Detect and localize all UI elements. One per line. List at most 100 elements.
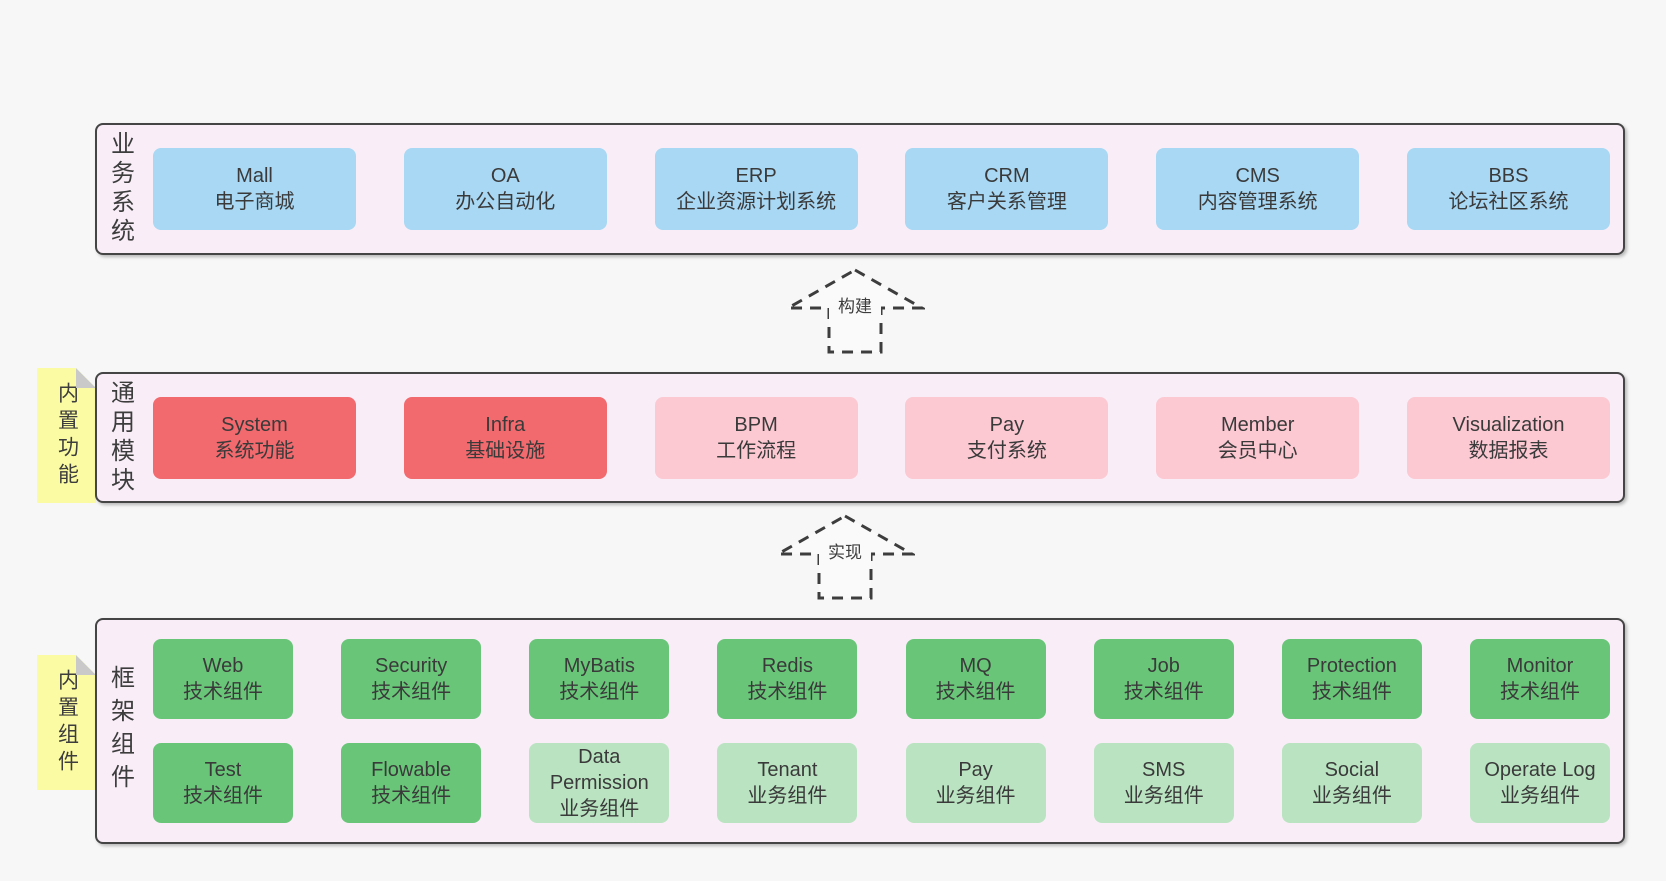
box-subtitle: 技术组件 <box>1311 681 1392 703</box>
box-title: Web <box>202 655 244 677</box>
box-title: Mall <box>236 165 273 187</box>
box-title: System <box>221 413 288 436</box>
box-subtitle: 系统功能 <box>214 439 295 462</box>
box-subtitle: 支付系统 <box>966 439 1047 462</box>
box-mybatis: MyBatis 技术组件 <box>529 639 670 719</box>
box-subtitle: 业务组件 <box>1123 785 1204 807</box>
box-title: BBS <box>1488 165 1529 187</box>
box-operate-log: Operate Log 业务组件 <box>1469 743 1610 823</box>
box-title: Pay <box>989 413 1025 436</box>
box-title: Infra <box>485 413 526 436</box>
box-subtitle: 数据报表 <box>1468 439 1549 462</box>
box-title: Job <box>1147 655 1180 677</box>
box-title: CMS <box>1235 165 1280 187</box>
box-title: Tenant <box>757 759 818 781</box>
section-label: 通用模块 <box>97 374 143 501</box>
box-subtitle: 基础设施 <box>465 439 546 462</box>
box-mall: Mall 电子商城 <box>153 148 356 230</box>
box-subtitle: 工作流程 <box>716 439 797 462</box>
box-subtitle: 技术组件 <box>371 681 452 703</box>
box-title: Operate Log <box>1484 759 1596 781</box>
box-title: Visualization <box>1452 413 1565 436</box>
section-label-text: 框架组件 <box>106 665 134 797</box>
box-mq: MQ 技术组件 <box>905 639 1046 719</box>
box-visualization: Visualization 数据报表 <box>1406 396 1610 479</box>
box-title: CRM <box>984 165 1030 187</box>
box-title: Security <box>375 655 448 677</box>
box-title: Social <box>1324 759 1380 781</box>
box-test: Test 技术组件 <box>153 743 293 823</box>
box-web: Web 技术组件 <box>153 639 293 719</box>
section-label-text: 业务系统 <box>106 131 134 247</box>
section-common-modules: 通用模块 System 系统功能 Infra 基础设施 BPM 工作流程 Pay 支付系统 Me… <box>95 372 1625 503</box>
arrow-implement: 实现 <box>775 514 915 600</box>
box-title: Data Permission <box>549 746 649 794</box>
box-title: ERP <box>735 165 777 187</box>
box-infra: Infra 基础设施 <box>403 396 607 479</box>
box-security: Security 技术组件 <box>341 639 482 719</box>
box-subtitle: 会员中心 <box>1217 439 1298 462</box>
box-row: System 系统功能 Infra 基础设施 BPM 工作流程 Pay 支付系统 Member 会… <box>143 396 1623 479</box>
section-label: 业务系统 <box>97 125 143 253</box>
box-subtitle: 业务组件 <box>559 798 640 820</box>
sticky-note-built-in-components: 内置组件 <box>37 655 96 790</box>
box-subtitle: 技术组件 <box>1499 681 1580 703</box>
box-subtitle: 技术组件 <box>935 681 1016 703</box>
box-pay: Pay 支付系统 <box>905 396 1109 479</box>
box-monitor: Monitor 技术组件 <box>1469 639 1610 719</box>
box-subtitle: 电子商城 <box>214 191 295 213</box>
box-bpm: BPM 工作流程 <box>654 396 858 479</box>
box-row: Test 技术组件 Flowable 技术组件 Data Permission 业务组件 T… <box>153 743 1610 823</box>
box-subtitle: 技术组件 <box>371 785 452 807</box>
arrow-label: 构建 <box>838 297 872 316</box>
box-title: BPM <box>734 413 778 436</box>
box-title: Flowable <box>371 759 452 781</box>
box-title: Monitor <box>1506 655 1574 677</box>
box-title: Redis <box>761 655 813 677</box>
box-data-permission: Data Permission 业务组件 <box>529 743 670 823</box>
box-subtitle: 技术组件 <box>747 681 828 703</box>
box-title: Protection <box>1306 655 1397 677</box>
box-title: MyBatis <box>563 655 635 677</box>
arrow-label: 实现 <box>828 543 862 562</box>
box-flowable: Flowable 技术组件 <box>341 743 482 823</box>
box-subtitle: 技术组件 <box>183 681 263 703</box>
box-job: Job 技术组件 <box>1093 639 1234 719</box>
folded-corner-icon <box>76 368 96 388</box>
section-label-text: 通用模块 <box>106 379 134 496</box>
box-redis: Redis 技术组件 <box>717 639 858 719</box>
box-protection: Protection 技术组件 <box>1281 639 1422 719</box>
box-erp: ERP 企业资源计划系统 <box>654 148 858 230</box>
box-subtitle: 业务组件 <box>1499 785 1580 807</box>
sticky-note-built-in-features: 内置功能 <box>37 368 96 503</box>
box-subtitle: 技术组件 <box>183 785 263 807</box>
box-member: Member 会员中心 <box>1156 396 1360 479</box>
box-subtitle: 内容管理系统 <box>1197 191 1318 213</box>
box-sms: SMS 业务组件 <box>1093 743 1234 823</box>
box-title: SMS <box>1142 759 1186 781</box>
arrow-label-bg <box>829 291 881 321</box>
box-title: MQ <box>959 655 992 677</box>
box-title: Test <box>204 759 242 781</box>
box-subtitle: 技术组件 <box>559 681 640 703</box>
sticky-label: 内置功能 <box>55 381 79 490</box>
box-system: System 系统功能 <box>153 396 356 479</box>
box-subtitle: 业务组件 <box>935 785 1016 807</box>
folded-corner-icon <box>76 655 96 675</box>
section-label: 框架组件 <box>97 620 143 842</box>
arrow-build: 构建 <box>785 268 925 354</box>
box-subtitle: 技术组件 <box>1123 681 1204 703</box>
box-subtitle: 论坛社区系统 <box>1448 191 1569 213</box>
box-subtitle: 企业资源计划系统 <box>676 191 837 213</box>
box-title: Member <box>1221 413 1295 436</box>
